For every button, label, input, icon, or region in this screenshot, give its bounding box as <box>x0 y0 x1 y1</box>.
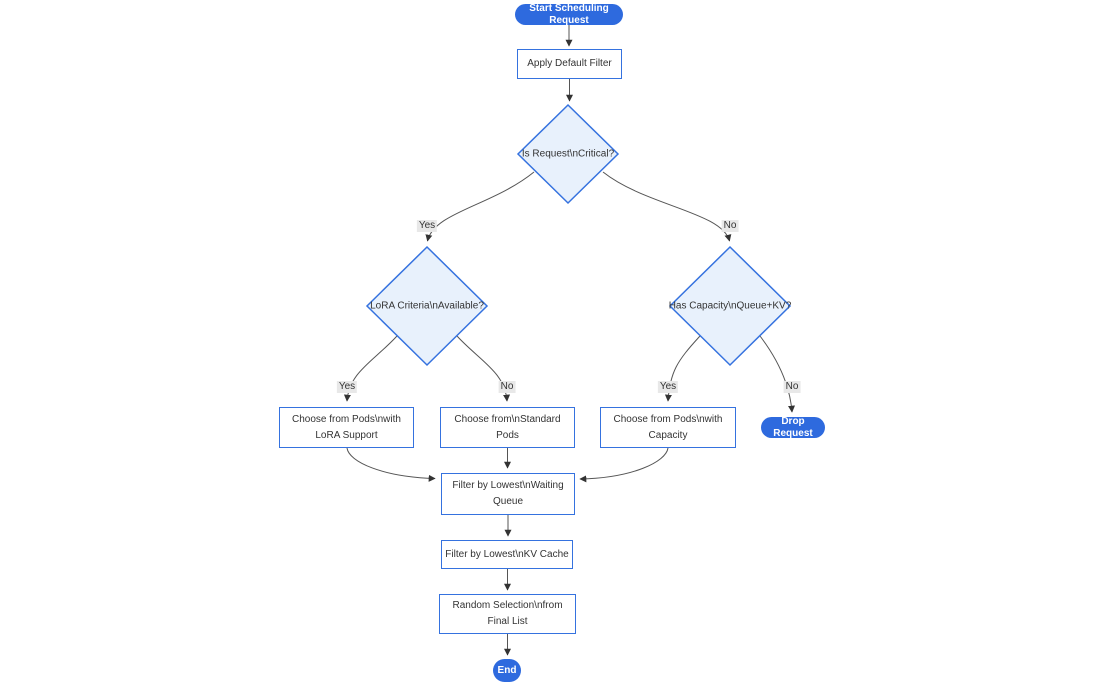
edge-label-no-capacity: No <box>783 381 801 393</box>
node-start-label: Start Scheduling Request <box>529 2 609 26</box>
decision-lora-criteria-shape <box>365 245 489 367</box>
decision-has-capacity-shape <box>668 245 792 367</box>
edge-label-no-critical: No <box>721 220 739 232</box>
edge-hascapacity-choosecapacity <box>664 335 701 402</box>
node-random-selection-line1: Random Selection\nfrom <box>452 600 563 611</box>
edge-hascapacity-droprequest <box>759 335 796 413</box>
node-apply-default-filter-label: Apply Default Filter <box>527 58 612 69</box>
node-choose-pods-capacity-line1: Choose from Pods\nwith <box>613 413 723 425</box>
node-apply-default-filter: Apply Default Filter <box>517 49 622 79</box>
node-choose-pods-capacity: Choose from Pods\nwith Capacity <box>600 407 736 448</box>
node-filter-kv-cache-label: Filter by Lowest\nKV Cache <box>445 548 569 560</box>
decision-has-capacity-label: Has Capacity\nQueue+KV? <box>668 300 792 312</box>
node-choose-pods-lora-line1: Choose from Pods\nwith <box>292 413 401 425</box>
node-drop-request: Drop Request <box>761 415 825 439</box>
node-start: Start Scheduling Request <box>515 2 623 26</box>
edge-label-yes-lora: Yes <box>336 381 358 393</box>
decision-is-critical-label: Is Request\nCritical? <box>521 148 615 160</box>
edge-iscritical-loracriteria <box>425 171 535 242</box>
node-filter-waiting-queue-line1: Filter by Lowest\nWaiting <box>452 480 564 491</box>
node-choose-pods-lora-line2: LoRA Support <box>315 429 378 441</box>
edge-label-yes-critical: Yes <box>416 220 438 232</box>
node-drop-request-label: Drop Request <box>773 415 813 439</box>
node-choose-pods-lora: Choose from Pods\nwith LoRA Support <box>279 407 414 448</box>
node-filter-kv-cache: Filter by Lowest\nKV Cache <box>441 540 573 569</box>
decision-lora-criteria-label: LoRA Criteria\nAvailable? <box>370 300 484 312</box>
node-end: End <box>493 659 521 682</box>
edge-label-yes-capacity: Yes <box>657 381 679 393</box>
edge-label-no-lora: No <box>498 381 516 393</box>
node-choose-standard-pods-line2: Pods <box>496 429 519 441</box>
node-filter-waiting-queue: Filter by Lowest\nWaiting Queue <box>441 473 575 515</box>
node-end-label: End <box>497 664 517 676</box>
node-filter-waiting-queue-line2: Queue <box>492 496 524 507</box>
node-choose-standard-pods-line1: Choose from\nStandard <box>454 413 561 425</box>
node-random-selection-line2: Final List <box>487 616 528 627</box>
decision-is-critical-shape <box>516 103 620 205</box>
node-random-selection: Random Selection\nfrom Final List <box>439 594 576 634</box>
edge-iscritical-hascapacity <box>602 171 732 242</box>
node-choose-pods-capacity-line2: Capacity <box>648 429 688 441</box>
node-choose-standard-pods: Choose from\nStandard Pods <box>440 407 575 448</box>
edge-chooselora-filterwaiting <box>346 447 436 482</box>
edge-choosecapacity-filterwaiting <box>579 447 669 483</box>
